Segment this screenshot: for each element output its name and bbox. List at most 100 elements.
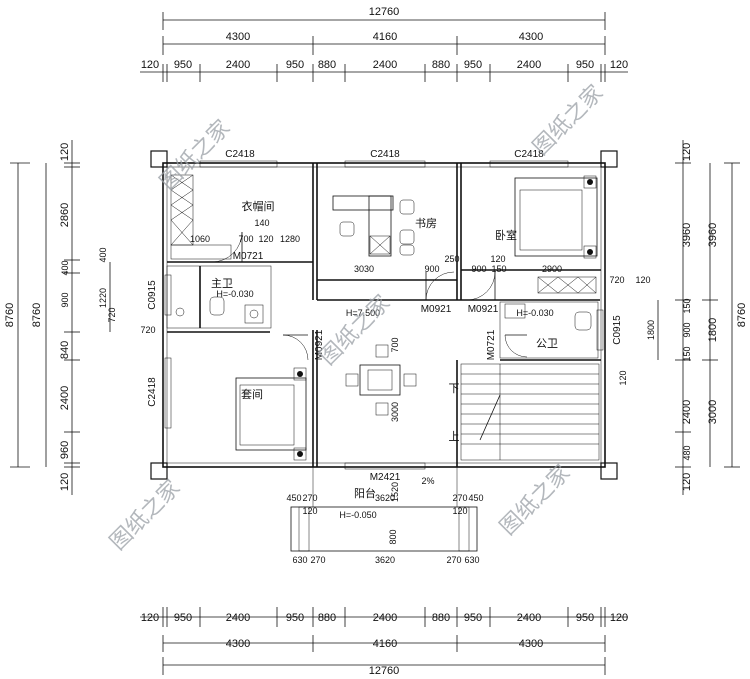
dim-left-400: 400 [60,260,70,275]
dim-right-1800: 1800 [707,318,719,342]
dim-seg-bot-1: 120 [141,612,159,624]
bal-800: 800 [388,529,398,544]
int-700b: 700 [390,337,400,352]
room-master-bath: 主卫 [211,277,233,290]
dim-right-480: 480 [682,445,692,460]
window-icon [164,274,172,316]
level-hall: H=7.500 [346,308,380,318]
code-c2418-c: C2418 [514,149,544,160]
bal-bot-270a: 270 [310,555,325,565]
right-dimensions: 8760 3960 1800 3000 120 3960 150 900 150… [609,140,748,495]
code-m0921-b: M0921 [468,304,499,315]
dim-seg-bot-11: 120 [610,612,628,624]
dim-right-120b: 120 [618,370,628,385]
watermark: 图纸之家 [315,290,395,370]
dim-overall-bottom: 12760 [369,665,400,677]
int-2900: 2900 [542,264,562,274]
dim-left-720a: 720 [107,307,117,322]
dim-left-900: 900 [60,292,70,307]
door-swing-icon [504,334,528,358]
dim-left-960: 960 [59,441,71,459]
int-1060: 1060 [190,234,210,244]
dim-seg-top-7: 880 [432,59,450,71]
dim-seg-bot-2: 950 [174,612,192,624]
window-icon [344,160,426,168]
watermark: 图纸之家 [528,80,608,160]
dim-overall-top: 12760 [369,6,400,18]
dim-bay-top-1: 4300 [226,31,250,43]
dim-seg-bot-10: 950 [576,612,594,624]
dim-seg-top-5: 880 [318,59,336,71]
int-140: 140 [254,218,269,228]
dim-seg-bot-6: 2400 [373,612,397,624]
top-dimensions: 12760 4300 4160 4300 120 950 2400 950 88… [140,6,628,82]
room-labels: 衣帽间 书房 卧室 主卫 套间 公卫 阳台 下 上 [211,199,558,500]
dim-left-840: 840 [59,341,71,359]
left-dimensions: 8760 8760 120 2860 400 840 2400 960 120 … [4,140,156,495]
room-balcony: 阳台 [354,486,376,500]
int-120b: 120 [490,254,505,264]
dim-right-3960b: 3960 [681,223,693,247]
walls [150,150,618,480]
room-bedroom: 卧室 [495,228,517,242]
dim-left-total: 8760 [4,303,16,327]
door-swing-icon [425,271,455,301]
cloakroom-shelves [170,174,232,260]
window-icon [596,309,604,351]
int-900a: 900 [424,264,439,274]
floor-drain-icon [175,307,185,317]
dim-left-end-bottom: 120 [59,473,71,491]
dim-left-400b: 400 [98,247,108,262]
code-c2418-d: C2418 [147,377,158,407]
dim-seg-top-6: 2400 [373,59,397,71]
dim-seg-bot-9: 2400 [517,612,541,624]
code-m0721-a: M0721 [233,251,264,262]
code-m2421: M2421 [370,472,401,483]
dim-left-2860: 2860 [59,203,71,227]
dim-bay-top-2: 4160 [373,31,397,43]
dim-bay-bot-2: 4160 [373,638,397,650]
toilet-icon [209,296,225,316]
watermark: 图纸之家 [105,475,185,555]
level-master-bath: H=-0.030 [216,289,253,299]
dim-seg-bot-7: 880 [432,612,450,624]
dim-seg-bot-8: 950 [464,612,482,624]
bal-120a: 120 [302,506,317,516]
stair-down-label: 下 [449,382,460,395]
dim-bay-bot-1: 4300 [226,638,250,650]
dim-right-150b: 150 [682,346,692,361]
bal-bot-630b: 630 [464,555,479,565]
dim-right-120a: 120 [635,275,650,285]
bal-bot-270b: 270 [446,555,461,565]
window-icon [344,462,426,470]
bal-bot-630a: 630 [292,555,307,565]
bal-top-3620: 3620 [375,493,395,503]
int-3030: 3030 [354,264,374,274]
int-120: 120 [258,234,273,244]
watermark: 图纸之家 [495,460,575,540]
code-m0921-a: M0921 [421,304,452,315]
dim-seg-top-9: 2400 [517,59,541,71]
bal-bot-3620: 3620 [375,555,395,565]
int-900b: 900 [471,264,486,274]
dim-seg-top-3: 2400 [226,59,250,71]
room-public-bath: 公卫 [536,337,558,350]
dining-table-icon [359,364,401,396]
bottom-dimensions: 120 950 2400 950 880 2400 880 950 2400 9… [140,607,628,677]
stair-treads [461,364,599,460]
stair-up-label: 上 [449,430,460,443]
codes: C2418 C2418 C2418 C2418 C0915 C0915 M072… [147,149,623,520]
dim-left-2400: 2400 [59,386,71,410]
dim-bay-top-3: 4300 [519,31,543,43]
level-balcony: H=-0.050 [339,510,376,520]
bal-120b: 120 [452,506,467,516]
dim-right-end-top: 120 [681,143,693,161]
int-1280: 1280 [280,234,300,244]
dim-left-1220: 1220 [98,288,108,308]
dim-seg-top-2: 950 [174,59,192,71]
bal-top-450a: 450 [286,493,301,503]
window-icon [164,357,172,429]
slope-label: 2% [421,476,434,486]
room-study: 书房 [415,217,437,230]
